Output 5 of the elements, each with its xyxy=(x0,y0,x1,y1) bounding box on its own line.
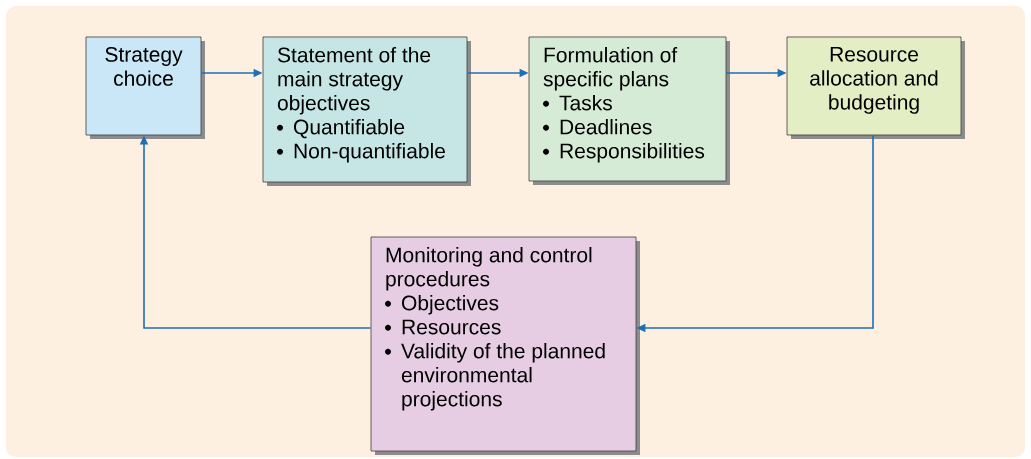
process-box: Resource allocation and budgeting xyxy=(786,36,965,139)
process-box: Formulation of specific plans Tasks Deadlines Responsibilities xyxy=(528,36,730,185)
process-box: Statement of the main strategy objectives Quantifiable Non-quantifiable xyxy=(262,36,471,186)
process-box: Strategy choice xyxy=(85,36,205,139)
process-box: Monitoring and control procedures Objectives Resources Validity of the planned environmental projections xyxy=(370,236,640,455)
